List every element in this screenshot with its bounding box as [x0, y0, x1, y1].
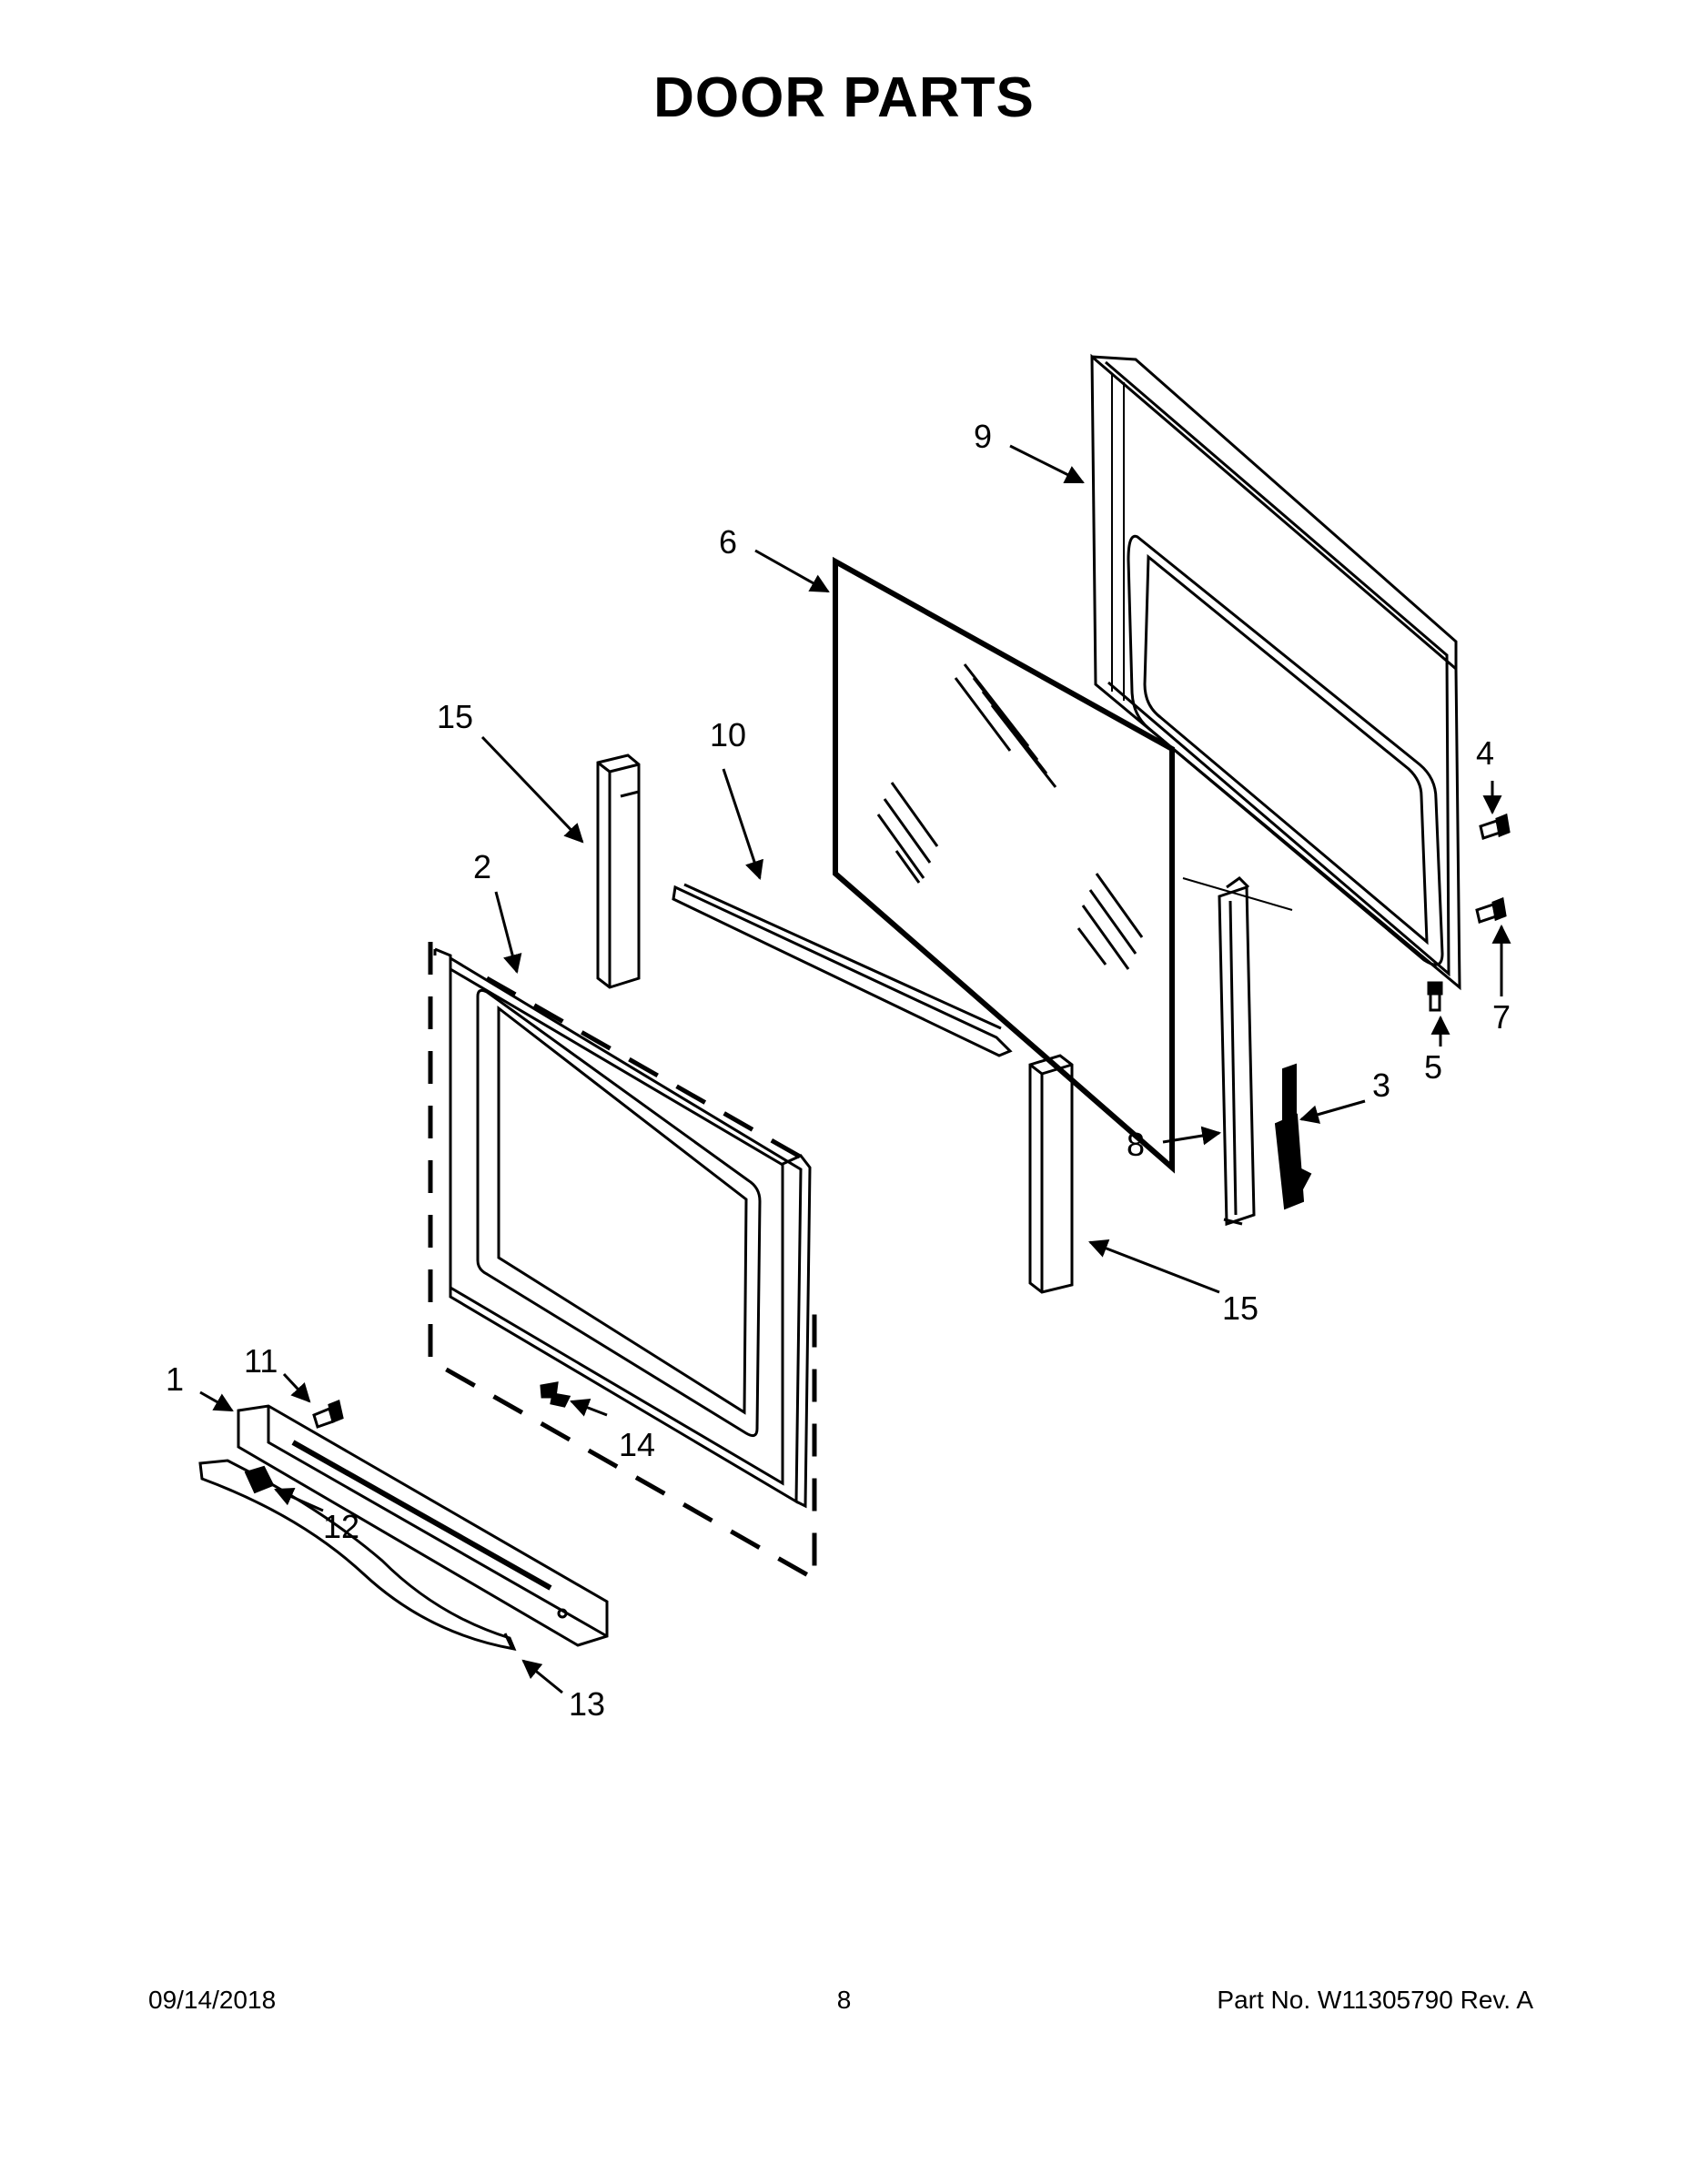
part-6-door-glass [833, 556, 1175, 1174]
part-4-screw [1479, 813, 1511, 840]
part-1-door-trim-bracket [237, 1404, 609, 1647]
part-15-insulation-block-left [596, 753, 641, 989]
callout-5: 5 [1424, 1048, 1442, 1086]
part-11-screw [312, 1399, 344, 1429]
part-5-screw [1427, 981, 1443, 1012]
assembly-dashed-outline [428, 942, 817, 1583]
part-13-door-handle [198, 1459, 517, 1651]
callout-3: 3 [1372, 1067, 1390, 1104]
callout-7: 7 [1492, 998, 1511, 1036]
callout-1: 1 [166, 1360, 184, 1398]
footer-part-number: Part No. W11305790 Rev. A [1217, 1986, 1533, 2014]
callout-6: 6 [719, 523, 737, 561]
callout-labels: 9 6 15 10 2 4 7 5 3 8 15 11 1 14 12 13 [166, 418, 1511, 1723]
callout-14: 14 [619, 1426, 655, 1463]
part-10-door-gasket-strip [672, 883, 1013, 1057]
part-15-insulation-block-right [1028, 1054, 1074, 1294]
footer-page-number: 8 [836, 1986, 852, 2014]
callout-11: 11 [244, 1342, 278, 1380]
callout-15b: 15 [1222, 1289, 1258, 1327]
callout-2: 2 [473, 848, 491, 885]
callout-15: 15 [437, 698, 473, 735]
callout-8: 8 [1127, 1126, 1145, 1163]
callout-9: 9 [974, 418, 992, 455]
footer-date: 09/14/2018 [148, 1986, 277, 2014]
callout-leader-lines [199, 444, 1511, 1694]
part-14-clip [540, 1381, 571, 1408]
callout-10: 10 [710, 716, 746, 753]
page-title: DOOR PARTS [653, 66, 1035, 129]
part-9-inner-door-frame [1090, 353, 1461, 991]
callout-4: 4 [1476, 734, 1494, 772]
part-7-screw [1475, 896, 1507, 924]
callout-13: 13 [569, 1685, 605, 1723]
callout-12: 12 [323, 1508, 359, 1545]
part-8-hinge-bracket [1218, 876, 1256, 1227]
part-2-outer-door-panel [433, 947, 812, 1509]
part-3-hinge [1274, 1063, 1312, 1210]
part-12-handle-clip [244, 1465, 275, 1494]
